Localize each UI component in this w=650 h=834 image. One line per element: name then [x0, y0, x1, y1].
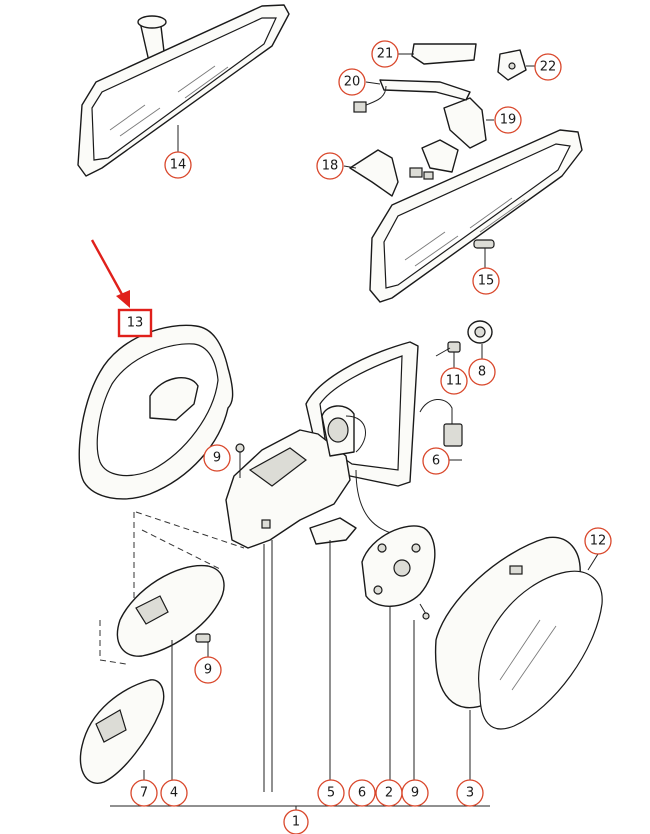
callout-9-top: 9: [203, 444, 231, 472]
svg-text:19: 19: [500, 113, 517, 128]
mirror-housing-13: [78, 324, 234, 500]
mirror-base-bracket: [225, 405, 395, 549]
lower-cover-7: [79, 679, 165, 784]
adjust-motor-2: [361, 525, 436, 620]
svg-text:7: 7: [140, 786, 148, 801]
callout-6-bottom: 6: [348, 779, 376, 807]
callout-15: 15: [472, 267, 500, 295]
svg-text:20: 20: [344, 75, 361, 90]
callout-21: 21: [371, 40, 399, 68]
callout-3: 3: [456, 779, 484, 807]
svg-text:9: 9: [213, 451, 221, 466]
svg-text:6: 6: [432, 454, 440, 469]
svg-text:4: 4: [170, 786, 178, 801]
callout-1: 1: [283, 809, 309, 834]
clip-5: [309, 517, 357, 545]
rear-view-mirror-14: [77, 4, 290, 177]
rear-view-mirror-15: [369, 129, 583, 303]
callout-19: 19: [494, 106, 522, 134]
wiring-20: [353, 79, 471, 113]
svg-text:13: 13: [127, 316, 144, 331]
highlight-arrow: [90, 239, 126, 299]
screw-11: [435, 341, 461, 370]
lower-cover-4: [99, 564, 225, 665]
callout-14: 14: [164, 151, 192, 179]
svg-text:3: 3: [466, 786, 474, 801]
grommet-8: [467, 320, 493, 360]
callout-12: 12: [584, 527, 612, 555]
svg-text:12: 12: [590, 534, 607, 549]
callout-2: 2: [375, 779, 403, 807]
bracket-21: [398, 43, 477, 65]
svg-text:22: 22: [540, 60, 557, 75]
svg-text:11: 11: [446, 374, 463, 389]
svg-text:18: 18: [322, 159, 339, 174]
svg-text:21: 21: [377, 47, 394, 62]
callout-13-highlighted: 13: [117, 308, 153, 338]
callout-5: 5: [317, 779, 345, 807]
cover-19: [421, 97, 494, 173]
callout-4: 4: [160, 779, 188, 807]
callout-9-middle: 9: [194, 656, 222, 684]
cover-18: [343, 149, 434, 197]
callout-9-bottom: 9: [401, 779, 429, 807]
callout-7: 7: [130, 779, 158, 807]
mirror-glass-12: [434, 536, 603, 730]
clip-22: [497, 49, 538, 81]
callout-6-top: 6: [422, 447, 450, 475]
svg-text:2: 2: [385, 786, 393, 801]
svg-text:8: 8: [478, 365, 486, 380]
svg-text:15: 15: [478, 274, 495, 289]
callout-8: 8: [468, 358, 496, 386]
highlight-arrowhead: [116, 290, 130, 308]
callout-18: 18: [316, 152, 344, 180]
callout-11: 11: [440, 367, 468, 395]
svg-text:14: 14: [170, 158, 187, 173]
svg-text:9: 9: [411, 786, 419, 801]
svg-text:6: 6: [358, 786, 366, 801]
callout-22: 22: [534, 53, 562, 81]
svg-text:5: 5: [327, 786, 335, 801]
svg-text:1: 1: [292, 815, 300, 830]
svg-text:9: 9: [204, 663, 212, 678]
callout-20: 20: [338, 68, 366, 96]
